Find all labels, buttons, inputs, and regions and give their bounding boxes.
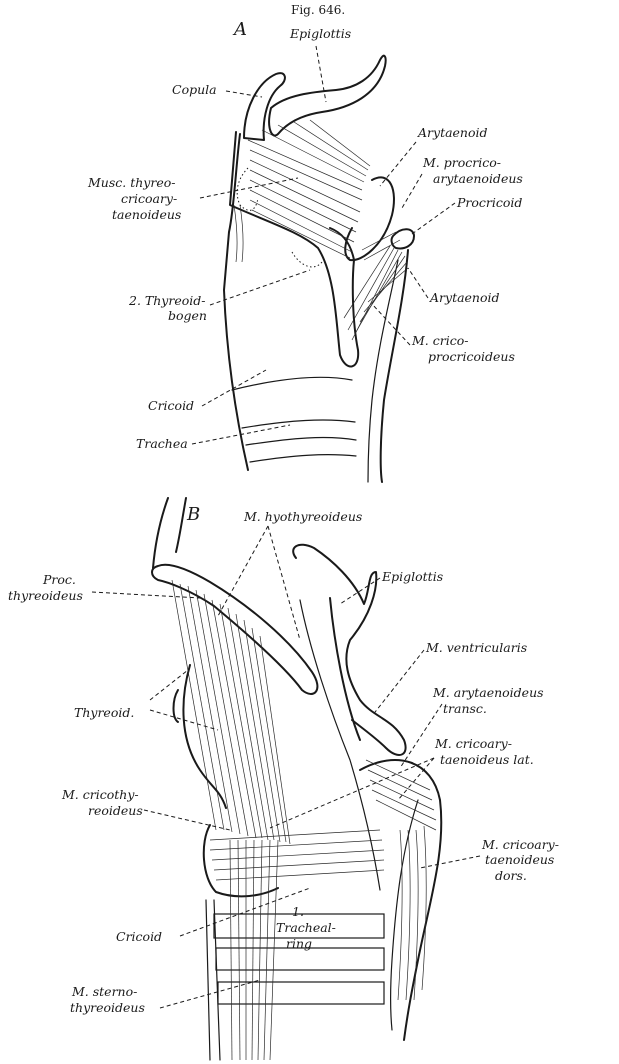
label-sternothy-2: thyreoideus xyxy=(70,1000,145,1015)
label-thyreoid: Thyreoid. xyxy=(74,705,134,720)
label-musc-thyreo-1: Musc. thyreo- xyxy=(87,175,175,190)
label-proc-thyreoideus-2: thyreoideus xyxy=(8,588,83,603)
thyreocricoarytaenoideus-fibers xyxy=(248,120,370,258)
label-a-epiglottis: Epiglottis xyxy=(289,26,351,41)
label-procrico-2: arytaenoideus xyxy=(433,171,523,186)
tracheal-ring-a-3 xyxy=(246,438,356,445)
label-musc-thyreo-2: cricoary- xyxy=(121,191,177,206)
label-cricoary-lat-2: taenoideus lat. xyxy=(440,752,534,767)
proc-thyreoideus-shape xyxy=(152,565,317,694)
trachea-a-side xyxy=(381,250,408,482)
label-cricoary-dors-1: M. cricoary- xyxy=(481,837,559,852)
label-cricoary-dors-2: taenoideus xyxy=(485,852,554,867)
label-proc-thyreoideus-1: Proc. xyxy=(42,572,76,587)
figure-caption: Fig. 646. xyxy=(291,3,345,17)
label-cricoary-dors-3: dors. xyxy=(495,868,527,883)
cricoary-dors-body xyxy=(360,760,441,1040)
label-copula: Copula xyxy=(172,82,217,97)
tracheal-ring-a-1 xyxy=(232,377,352,390)
label-b-cricoid: Cricoid xyxy=(116,929,162,944)
copula-shape xyxy=(244,73,285,140)
label-thyreoid-bogen-1: 2. Thyreoid- xyxy=(128,293,205,308)
cricoid-b-bulge xyxy=(204,825,278,896)
label-musc-thyreo-3: taenoideus xyxy=(112,207,181,222)
label-crico-procrico-2: procricoideus xyxy=(428,349,515,364)
tracheal-ring-a-2 xyxy=(242,420,355,428)
cricoid-a-shape xyxy=(224,134,248,470)
cricothyreoideus-fibers xyxy=(210,830,384,880)
label-crico-procrico-1: M. crico- xyxy=(411,333,468,348)
label-ventricularis: M. ventricularis xyxy=(425,640,527,655)
label-cricoary-lat-1: M. cricoary- xyxy=(434,736,512,751)
panel-a-drawing xyxy=(224,56,414,482)
label-tracheal-ring-3: ring xyxy=(286,936,312,951)
label-procricoid: Procricoid xyxy=(456,195,522,210)
label-a-arytaenoid-lower: Arytaenoid xyxy=(429,290,500,305)
tracheal-ring-a-4 xyxy=(250,455,356,462)
panel-b-labels: M. hyothyreoideus Proc. thyreoideus Epig… xyxy=(8,509,559,1015)
label-thyreoid-bogen-2: bogen xyxy=(168,308,207,323)
label-b-epiglottis: Epiglottis xyxy=(381,569,443,584)
label-tracheal-ring-2: Tracheal- xyxy=(276,920,336,935)
thyroid-plate-b xyxy=(183,665,226,808)
sternothyreoideus-fibers xyxy=(230,840,278,1060)
label-tracheal-ring-1: 1. xyxy=(292,904,304,919)
label-cricothy-2: reoideus xyxy=(88,803,143,818)
thyroid-plate-a xyxy=(230,132,358,366)
label-procrico-1: M. procrico- xyxy=(422,155,501,170)
label-a-trachea: Trachea xyxy=(136,436,188,451)
label-hyothyreoideus: M. hyothyreoideus xyxy=(243,509,362,524)
label-arytaenoideus-1: M. arytaenoideus xyxy=(432,685,544,700)
label-sternothy-1: M. sterno- xyxy=(71,984,137,999)
cricoary-dors-fibers xyxy=(398,826,426,1000)
tracheal-ring-b-2 xyxy=(216,948,384,970)
panel-a-letter: A xyxy=(232,19,247,40)
label-cricothy-1: M. cricothy- xyxy=(61,787,139,802)
epiglottis-a-shape xyxy=(269,56,385,136)
label-a-arytaenoid-upper: Arytaenoid xyxy=(417,125,488,140)
procricoid-shape xyxy=(392,229,414,248)
label-a-cricoid: Cricoid xyxy=(148,398,194,413)
panel-b-letter: B xyxy=(186,504,200,525)
label-arytaenoideus-2: transc. xyxy=(443,701,487,716)
